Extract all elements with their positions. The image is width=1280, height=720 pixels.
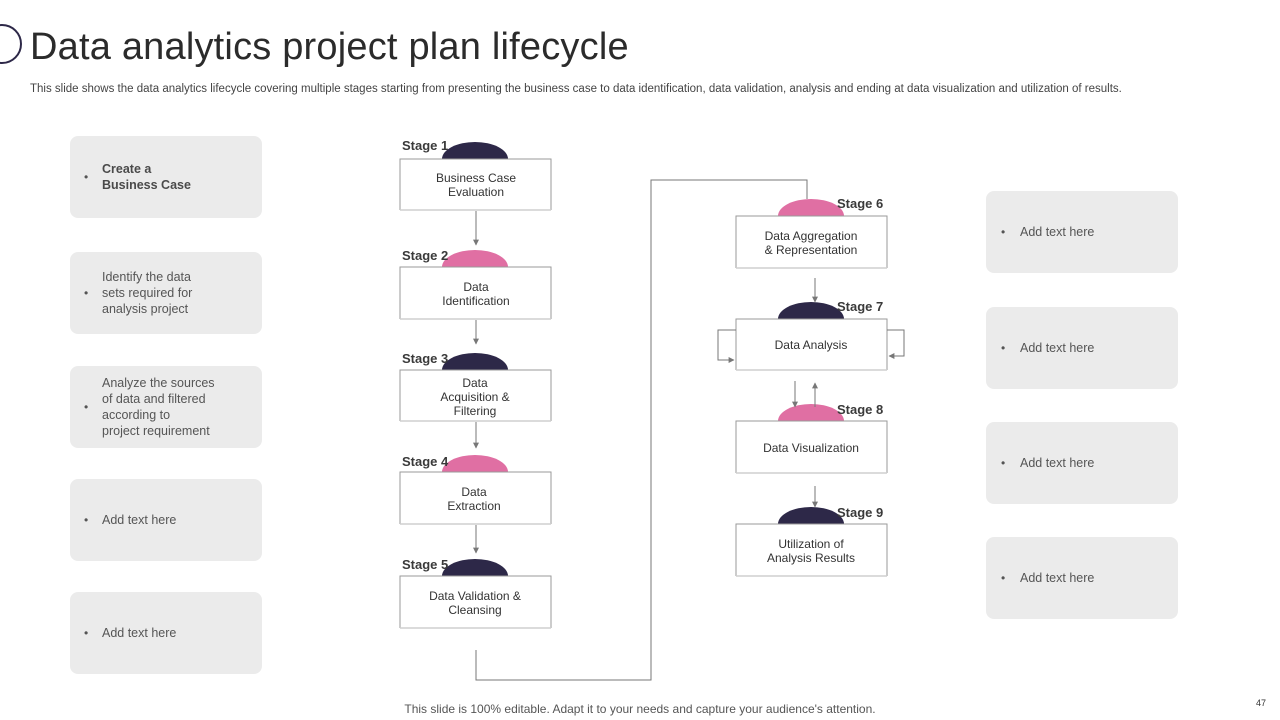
stage-9-box	[735, 523, 888, 576]
bullet: •	[1001, 456, 1006, 470]
right-card-text: Add text here	[1020, 571, 1095, 585]
left-card-2: • Identify the data sets required for an…	[70, 252, 262, 334]
connector-5-6	[475, 179, 808, 681]
stage-8-text: Data Visualization	[763, 440, 859, 455]
stage-3-label: Stage 3	[402, 351, 449, 366]
stage-6-cap	[778, 199, 844, 216]
right-card-text: Add text here	[1020, 341, 1095, 355]
right-card-4: • Add text here	[986, 537, 1178, 619]
stage-1-box	[399, 158, 552, 210]
stage-4-text: Data Extraction	[447, 484, 501, 513]
stage-9-label: Stage 9	[837, 505, 884, 520]
bullet: •	[1001, 225, 1006, 239]
stage-7-cap	[778, 302, 844, 319]
bullet: •	[84, 626, 89, 640]
stage-5-label: Stage 5	[402, 557, 449, 572]
stage-1-text: Business Case Evaluation	[435, 171, 517, 199]
bullet: •	[84, 286, 89, 300]
stage-9-text: Utilization of Analysis Results	[766, 536, 856, 565]
loop-right-arrow	[887, 329, 905, 359]
left-card-text: Analyze the sources of data and filtered…	[102, 376, 215, 438]
stage-7-label: Stage 7	[837, 299, 884, 314]
left-card-text: Create a Business Case	[102, 162, 191, 192]
left-card-1: • Create a Business Case	[70, 136, 262, 218]
stage-4-box	[399, 471, 552, 524]
stage-1-cap	[442, 142, 508, 159]
right-card-text: Add text here	[1020, 456, 1095, 470]
stage-9-cap	[778, 507, 844, 524]
stage-1-label: Stage 1	[402, 138, 449, 153]
left-card-4: • Add text here	[70, 479, 262, 561]
left-card-text: Add text here	[102, 513, 177, 527]
bullet: •	[1001, 341, 1006, 355]
left-card-text: Identify the data sets required for anal…	[102, 270, 193, 316]
stage-2-label: Stage 2	[402, 248, 449, 263]
right-card-1: • Add text here	[986, 191, 1178, 273]
stage-4-label: Stage 4	[402, 454, 449, 469]
stage-3-box	[399, 369, 552, 421]
stage-3-cap	[442, 353, 508, 370]
stage-8-box	[735, 420, 888, 473]
stage-8-label: Stage 8	[837, 402, 884, 417]
stage-6-box	[735, 215, 888, 268]
stage-7-box	[735, 318, 888, 370]
page-title: Data analytics project plan lifecycle	[30, 26, 629, 68]
page-subtitle: This slide shows the data analytics life…	[30, 83, 1122, 95]
left-card-text: Add text here	[102, 626, 177, 640]
bullet: •	[1001, 571, 1006, 585]
footer-note: This slide is 100% editable. Adapt it to…	[404, 702, 876, 716]
stage-2-text: Data Identification	[442, 279, 510, 308]
right-card-3: • Add text here	[986, 422, 1178, 504]
left-card-3: • Analyze the sources of data and filter…	[70, 366, 262, 448]
stage-6-label: Stage 6	[837, 196, 884, 211]
bullet: •	[84, 513, 89, 527]
left-card-5: • Add text here	[70, 592, 262, 674]
stage-2-cap	[442, 250, 508, 267]
stage-3-text: Data Acquisition & Filtering	[440, 375, 510, 418]
right-card-2: • Add text here	[986, 307, 1178, 389]
stage-5-cap	[442, 559, 508, 576]
stage-7-text: Data Analysis	[774, 338, 848, 352]
stage-4-cap	[442, 455, 508, 472]
stage-5-box	[399, 575, 552, 628]
stage-8-cap	[778, 404, 844, 421]
bullet: •	[84, 170, 89, 184]
right-card-text: Add text here	[1020, 225, 1095, 239]
bullet: •	[84, 400, 89, 414]
page-number: 47	[1255, 698, 1266, 708]
loop-left-arrow	[717, 329, 736, 363]
stage-2-box	[399, 266, 552, 319]
stage-5-text: Data Validation & Cleansing	[429, 588, 521, 617]
stage-6-text: Data Aggregation & Representation	[764, 228, 858, 257]
